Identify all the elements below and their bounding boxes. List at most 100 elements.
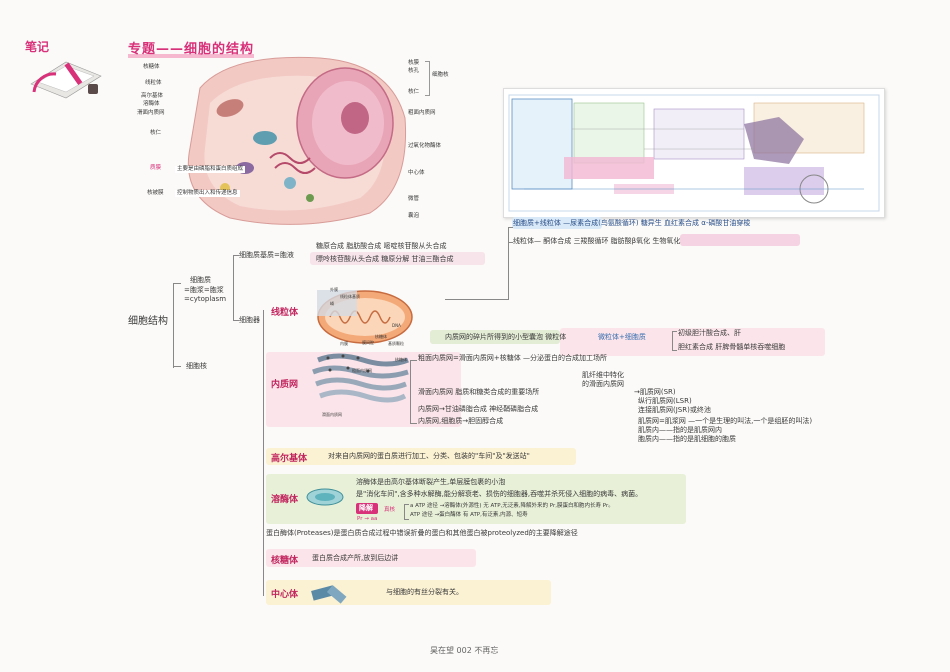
er-image <box>308 350 413 410</box>
er-img-label: 粗面内质网 <box>352 368 372 373</box>
er-glycerol: 内质网→甘油磷脂合成 神经鞘磷脂合成 <box>418 405 539 413</box>
degrade-label: 降解 <box>359 504 373 512</box>
connector <box>445 299 508 300</box>
er-bracket <box>410 360 417 424</box>
lysosome-label: 溶酶体 <box>271 495 299 505</box>
connector <box>508 227 509 300</box>
ribosome-label: 核糖体 <box>271 556 299 566</box>
metabolic-map-image <box>503 88 885 218</box>
microsome-bracket <box>672 331 677 351</box>
cell-label-right: 核膜 <box>408 60 420 66</box>
er-label: 内质网 <box>271 380 299 390</box>
centrosome-desc: 与细胞的有丝分裂有关。 <box>386 588 463 596</box>
degrade-detail-2: ATP 途径 →蛋白酶体 有 ATP,有泛素,内源、短寿 <box>410 512 528 518</box>
connector <box>173 283 174 368</box>
er-note: 肌质内——指的是肌质网内 <box>638 426 722 434</box>
microsome-arrow: 微粒体+细胞质 <box>598 333 646 341</box>
degrade-bracket <box>404 504 409 520</box>
microsome-band <box>430 330 560 344</box>
notebook-icon <box>26 54 106 99</box>
connector <box>173 366 181 367</box>
cell-label-left: 核糖体 <box>143 64 160 70</box>
cell-label-left: 质膜 <box>150 165 162 171</box>
cell-note: 控制物质出入和传递信息 <box>175 190 240 197</box>
proteasome-note: 蛋白酶体(Proteases)是蛋白质合成过程中错误折叠的蛋白和其他蛋白被pro… <box>266 529 578 537</box>
note-label: 笔记 <box>25 40 50 54</box>
er-sr: →肌质网(SR) <box>634 388 676 396</box>
cell-label-right: 中心体 <box>408 170 425 176</box>
cell-label-right: 过氧化物酶体 <box>408 143 442 149</box>
page-title: 专题——细胞的结构 <box>128 38 255 58</box>
connector <box>508 242 513 243</box>
metab-highlight <box>512 217 602 229</box>
mito-img-label: DNA <box>392 323 401 328</box>
er-muscle-title: 的滑面内质网 <box>582 380 624 388</box>
mito-img-label: 内膜 <box>340 341 348 346</box>
mito-img-label: 外膜 <box>330 287 338 292</box>
er-sr: 纵行肌质网(LSR) <box>638 397 692 405</box>
centrosome-image <box>310 582 350 604</box>
microsome-right-2: 胆红素合成 肝脾骨髓单核吞噬细胞 <box>678 343 786 351</box>
lysosome-desc-2: 是"消化车间",含多种水解酶,能分解衰老、损伤的细胞器,吞噬并杀死侵入细胞的病毒… <box>356 490 643 498</box>
cytoplasm-label: 细胞质 <box>190 276 211 284</box>
cell-label-left: 线粒体 <box>145 80 162 86</box>
organelle-label: 细胞器 <box>239 316 260 324</box>
mito-img-label: 基质颗粒 <box>388 341 404 346</box>
cell-label-right: 核孔 <box>408 68 420 74</box>
er-sr: 连接肌质网(JSR)或终池 <box>638 406 711 414</box>
mito-img-label: 嵴 <box>330 301 334 306</box>
page-footer: 昊在望 002 不再忘 <box>430 646 499 655</box>
degrade-sub: Pr → aa <box>357 516 378 522</box>
connector <box>508 227 513 228</box>
ribosome-desc: 蛋白质合成产所,放到后边讲 <box>312 554 399 562</box>
lysosome-image <box>305 487 345 507</box>
matrix-line: 嘌呤核苷酸从头合成 糖原分解 甘油三酯合成 <box>316 255 454 263</box>
nucleus-label: 细胞核 <box>186 362 207 370</box>
microsome-line: 内质网的碎片所得到的小型囊泡 微粒体 <box>445 333 567 341</box>
cell-label-right: 微管 <box>408 196 420 202</box>
degrade-box <box>356 503 378 514</box>
cell-illustration <box>170 48 410 228</box>
microsome-right-band <box>560 328 825 356</box>
lysosome-desc-1: 溶酶体是由高尔基体断裂产生,单层膜包裹的小泡 <box>356 478 506 486</box>
nucleus-group-label: 细胞核 <box>432 72 449 78</box>
mito-img-label: 核糖体 <box>375 334 387 339</box>
connector <box>233 255 234 321</box>
mitochondrion-image <box>305 282 415 347</box>
ribosome-band <box>266 549 476 567</box>
connector <box>173 283 181 284</box>
cell-label-left: 核仁 <box>150 130 162 136</box>
er-smooth: 滑面内质网 脂质和糖类合成的重要场所 <box>418 388 540 396</box>
tree-root: 细胞结构 <box>128 316 168 327</box>
connector <box>263 310 264 596</box>
er-note: 胞质内——指的是肌细胞的胞质 <box>638 435 736 443</box>
cytoplasm-alias: =胞浆=胞浆 <box>184 286 224 294</box>
connector <box>233 320 239 321</box>
cell-label-right: 核仁 <box>408 89 420 95</box>
cell-label-right: 囊泡 <box>408 213 420 219</box>
er-img-label: 核糖体 <box>395 357 407 362</box>
metab-line-2-highlight <box>680 234 800 246</box>
cell-label-left: 高尔基体 <box>141 93 164 99</box>
er-img-label: 滑面内质网 <box>322 412 342 417</box>
cell-label-left: 溶酶体 <box>143 101 160 107</box>
degrade-arrow: 真核 <box>384 507 396 513</box>
cell-note: 主要是由磷脂和蛋白质组成 <box>175 166 246 173</box>
mito-img-label: 线粒体基质 <box>340 294 360 299</box>
microsome-right-1: 初级胆汁酸合成、肝 <box>678 329 741 337</box>
mito-img-label: 膜间腔 <box>362 340 374 345</box>
metab-line-2: 线粒体— 酮体合成 三羧酸循环 脂肪酸β氧化 生物氧化 <box>513 237 681 245</box>
er-bile: 内质网,细胞质→胆固醇合成 <box>418 417 504 425</box>
centrosome-label: 中心体 <box>271 590 299 600</box>
matrix-label: 细胞质基质=胞液 <box>239 251 294 259</box>
er-note: 肌质网=肌浆网 —一个是生理的叫法,一个是组胚的叫法) <box>638 417 813 425</box>
cell-label-left: 滑面内质网 <box>137 110 165 116</box>
er-muscle-title: 肌纤维中特化 <box>582 371 624 379</box>
connector <box>233 255 239 256</box>
mito-label: 线粒体 <box>271 308 299 318</box>
degrade-detail-1: a ATP 途径 →溶酶体(外源性) 无 ATP,无泛素,降解外来的 Pr,膜蛋… <box>410 503 614 509</box>
cytoplasm-english: =cytoplasm <box>184 295 227 303</box>
golgi-band <box>266 448 576 465</box>
er-rough: 粗面内质网=滑面内质网+核糖体 —分泌蛋白的合成加工场所 <box>418 354 607 362</box>
cell-label-left: 核被膜 <box>147 190 164 196</box>
